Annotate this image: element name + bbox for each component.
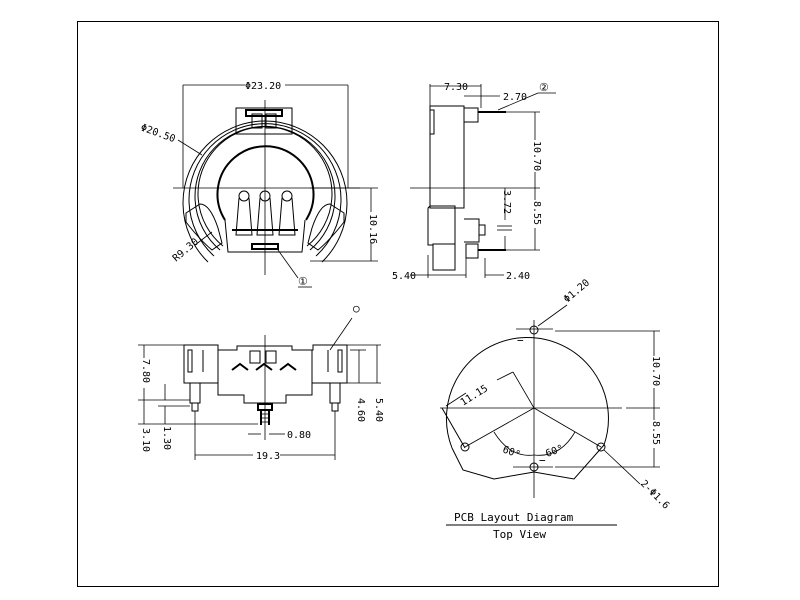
angle-left: 60° bbox=[501, 444, 522, 461]
dim-side-width: 7.30 bbox=[444, 82, 468, 93]
callout-2: ② bbox=[539, 81, 549, 94]
hole-right bbox=[596, 442, 606, 452]
drawing-frame bbox=[77, 21, 719, 587]
dim-right-inner: 4.60 bbox=[355, 398, 366, 422]
dim-pin-length: 3.10 bbox=[140, 428, 151, 452]
dim-side-lower: 8.55 bbox=[531, 201, 542, 225]
dim-hole-top: Φ1.20 bbox=[562, 278, 592, 306]
dim-pcb-lower: 8.55 bbox=[650, 421, 661, 445]
dim-outer-diameter: Φ23.20 bbox=[245, 81, 281, 92]
pcb-layout-title: PCB Layout Diagram bbox=[454, 511, 574, 524]
callout-3: ○ bbox=[353, 302, 360, 315]
angle-right: 60° bbox=[544, 443, 565, 460]
pcb-layout-view: − − 11.15 60° 60° Φ1.20 2-Φ1.6 10.70 8.5… bbox=[440, 278, 671, 541]
dim-pin-small: 1.30 bbox=[161, 426, 172, 450]
dim-pin-width: 0.80 bbox=[287, 430, 311, 441]
dim-base-left: 5.40 bbox=[392, 271, 416, 282]
dim-body-height: 7.80 bbox=[140, 359, 151, 383]
dim-right-outer: 5.40 bbox=[373, 398, 384, 422]
hole-top bbox=[529, 325, 539, 335]
polarity-bottom: − bbox=[539, 454, 546, 467]
dim-pcb-radius: 11.15 bbox=[459, 383, 490, 408]
dim-radius: R9.30 bbox=[171, 237, 201, 265]
callout-1: ① bbox=[298, 275, 308, 288]
side-view: 7.30 2.70 ② 10.70 8.55 3.72 5.40 2.40 bbox=[392, 81, 556, 282]
front-view: 7.80 3.10 1.30 4.60 5.40 0.80 19.3 ○ bbox=[138, 302, 384, 462]
dim-side-small: 3.72 bbox=[501, 190, 512, 214]
dim-pin-offset: 2.70 bbox=[503, 92, 527, 103]
top-view: Φ23.20 Φ20.50 R9.30 10.16 ① bbox=[139, 81, 378, 288]
dim-hole-bottom: 2-Φ1.6 bbox=[638, 478, 671, 511]
dim-side-upper: 10.70 bbox=[531, 141, 542, 171]
dim-pin-spacing: 19.3 bbox=[256, 451, 280, 462]
dim-pcb-upper: 10.70 bbox=[650, 356, 661, 386]
pcb-layout-subtitle: Top View bbox=[493, 528, 546, 541]
polarity-top: − bbox=[517, 334, 524, 347]
dim-height: 10.16 bbox=[367, 214, 378, 244]
hole-left bbox=[460, 442, 470, 452]
dim-inner-diameter: Φ20.50 bbox=[139, 122, 177, 145]
dim-base-right: 2.40 bbox=[506, 271, 530, 282]
